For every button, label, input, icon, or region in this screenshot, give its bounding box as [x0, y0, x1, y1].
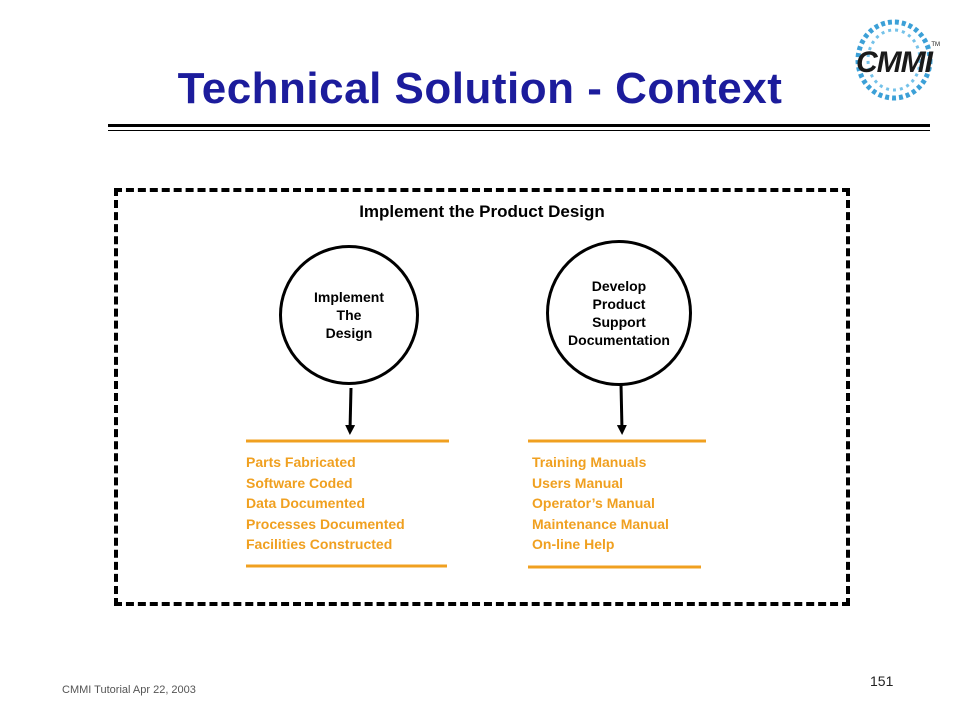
slide-title: Technical Solution - Context — [177, 64, 783, 113]
output-item: Maintenance Manual — [532, 515, 669, 532]
output-item: On-line Help — [532, 536, 615, 552]
footer-text: CMMI Tutorial Apr 22, 2003 — [62, 684, 196, 696]
process-boundary-frame — [114, 188, 850, 606]
title-rule-thin — [108, 130, 930, 131]
process-node-implement-design: Implement The Design — [279, 245, 419, 385]
output-item: Processes Documented — [246, 515, 405, 532]
output-item: Training Manuals — [532, 454, 647, 470]
page-number: 151 — [870, 673, 894, 689]
output-list-implement: Parts Fabricated Software Coded Data Doc… — [246, 452, 405, 555]
output-list-documentation: Training Manuals Users Manual Operator’s… — [532, 452, 669, 555]
output-item: Users Manual — [532, 474, 624, 491]
logo-trademark: TM — [931, 42, 940, 48]
logo-wordmark: CMMI — [856, 46, 933, 79]
output-item: Facilities Constructed — [246, 536, 393, 552]
output-item: Software Coded — [246, 474, 353, 491]
output-item: Data Documented — [246, 495, 366, 511]
title-rule-thick — [108, 124, 930, 127]
output-item: Operator’s Manual — [532, 495, 655, 511]
output-item: Parts Fabricated — [246, 454, 356, 470]
process-node-develop-documentation: Develop Product Support Documentation — [546, 240, 692, 386]
process-node-label: Implement The Design — [313, 289, 384, 341]
cmmi-logo: CMMI TM — [842, 18, 946, 104]
process-node-label: Develop Product Support Documentation — [568, 278, 670, 348]
frame-title: Implement the Product Design — [359, 202, 605, 221]
logo-swoosh-icon — [855, 19, 933, 101]
